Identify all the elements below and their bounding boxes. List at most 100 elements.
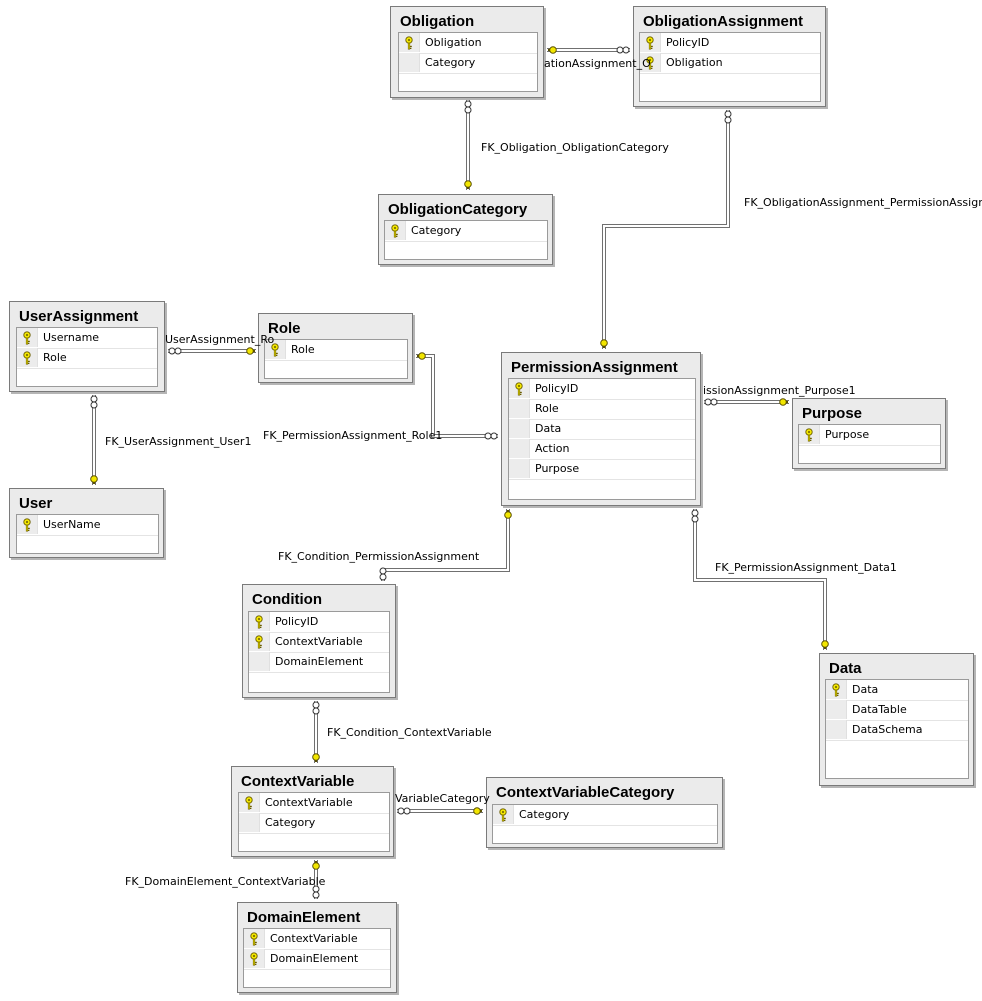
primary-key-icon [646, 36, 654, 50]
table-obligation-assignment[interactable]: ObligationAssignment PolicyID Obligation [633, 6, 826, 107]
table-user[interactable]: User UserName [9, 488, 164, 558]
column-row[interactable]: Role [265, 340, 407, 361]
column-name: ContextVariable [270, 932, 358, 945]
column-row[interactable]: PolicyID [640, 33, 820, 54]
relationship-label-user-assignment-user[interactable]: FK_UserAssignment_User1 [105, 435, 252, 448]
table-context-variable-category[interactable]: ContextVariableCategory Category [486, 777, 723, 848]
column-row[interactable]: Purpose [799, 425, 940, 446]
column-row[interactable]: ContextVariable [249, 632, 389, 653]
primary-key-icon [23, 518, 31, 532]
key-cell [509, 419, 530, 438]
key-cell [244, 949, 265, 968]
relationship-label-condition-permission-assignment[interactable]: FK_Condition_PermissionAssignment [278, 550, 480, 563]
column-row[interactable]: Data [826, 680, 968, 701]
table-user-assignment[interactable]: UserAssignment Username Role [9, 301, 165, 392]
key-cell [640, 33, 661, 52]
primary-key-icon [23, 331, 31, 345]
primary-key-icon [255, 615, 263, 629]
column-row[interactable]: Obligation [640, 53, 820, 74]
key-end-icon [312, 753, 320, 761]
column-row[interactable]: Action [509, 439, 695, 460]
infinity-end-icon [312, 707, 320, 715]
column-name: Category [425, 56, 476, 69]
key-cell [17, 515, 38, 534]
relationship-label-user-assignment-role[interactable]: UserAssignment_Ro [165, 333, 275, 346]
column-row[interactable]: Role [509, 399, 695, 420]
key-cell [249, 632, 270, 651]
column-row[interactable]: Category [385, 221, 547, 242]
column-name: Purpose [535, 462, 580, 475]
column-row[interactable]: Purpose [509, 459, 695, 480]
column-list: Category [492, 804, 718, 844]
infinity-end-icon [312, 885, 320, 893]
column-row[interactable]: DomainElement [244, 949, 390, 970]
relationship-label-obligation-assignment-permission-assignment[interactable]: FK_ObligationAssignment_PermissionAssign… [744, 196, 982, 209]
column-row[interactable]: PolicyID [509, 379, 695, 400]
relationship-line-7 [379, 509, 512, 581]
column-row[interactable]: ContextVariable [239, 793, 389, 814]
relationship-label-domain-element-context-variable[interactable]: FK_DomainElement_ContextVariable [125, 875, 326, 888]
column-name: PolicyID [535, 382, 579, 395]
column-name: Role [291, 343, 315, 356]
table-obligation-category[interactable]: ObligationCategory Category [378, 194, 553, 265]
line-inner [603, 110, 729, 349]
column-row[interactable]: Category [239, 813, 389, 834]
table-title: Role [268, 320, 301, 337]
relationship-label-obligation-obligation-category[interactable]: FK_Obligation_ObligationCategory [481, 141, 669, 154]
column-row[interactable]: Data [509, 419, 695, 440]
column-list: ContextVariable DomainElement [243, 928, 391, 988]
column-row[interactable]: PolicyID [249, 612, 389, 633]
column-list: Role [264, 339, 408, 379]
relationship-line-0 [547, 46, 630, 54]
table-title: UserAssignment [19, 308, 139, 325]
table-domain-element[interactable]: DomainElement ContextVariable DomainElem… [237, 902, 397, 993]
column-list: UserName [16, 514, 159, 554]
key-cell [509, 379, 530, 398]
primary-key-icon [271, 343, 279, 357]
infinity-end-icon [312, 701, 320, 709]
relationship-label-obligation-assignment-obligation[interactable]: ationAssignment_O [544, 57, 651, 70]
table-title: DomainElement [247, 909, 361, 926]
relationship-line-11 [312, 860, 320, 899]
relationship-label-permission-assignment-role[interactable]: FK_PermissionAssignment_Role1 [263, 429, 443, 442]
key-end-icon [821, 640, 829, 648]
column-row[interactable]: Username [17, 328, 157, 349]
column-row[interactable]: Role [17, 348, 157, 369]
key-cell [244, 929, 265, 948]
key-cell [239, 813, 260, 832]
relationship-label-permission-assignment-data[interactable]: FK_PermissionAssignment_Data1 [715, 561, 897, 574]
table-title: ContextVariableCategory [496, 784, 675, 801]
column-name: DataTable [852, 703, 907, 716]
column-row[interactable]: Obligation [399, 33, 537, 54]
table-title: Data [829, 660, 862, 677]
infinity-end-icon [704, 398, 712, 406]
key-cell [17, 348, 38, 367]
table-title: PermissionAssignment [511, 359, 678, 376]
primary-key-icon [255, 635, 263, 649]
table-purpose[interactable]: Purpose Purpose [792, 398, 946, 469]
relationship-label-permission-assignment-purpose[interactable]: issionAssignment_Purpose1 [703, 384, 856, 397]
column-row[interactable]: Category [399, 53, 537, 74]
relationship-label-context-variable-category[interactable]: VariableCategory [395, 792, 490, 805]
key-cell [826, 720, 847, 739]
column-row[interactable]: DataTable [826, 700, 968, 721]
relationship-label-condition-context-variable[interactable]: FK_Condition_ContextVariable [327, 726, 492, 739]
column-row[interactable]: UserName [17, 515, 158, 536]
column-row[interactable]: DomainElement [249, 652, 389, 673]
column-row[interactable]: Category [493, 805, 717, 826]
column-name: ContextVariable [265, 796, 353, 809]
column-row[interactable]: DataSchema [826, 720, 968, 741]
primary-key-icon [391, 224, 399, 238]
key-cell [826, 700, 847, 719]
column-row[interactable]: ContextVariable [244, 929, 390, 950]
table-title: Condition [252, 591, 322, 608]
table-role[interactable]: Role Role [258, 313, 413, 383]
